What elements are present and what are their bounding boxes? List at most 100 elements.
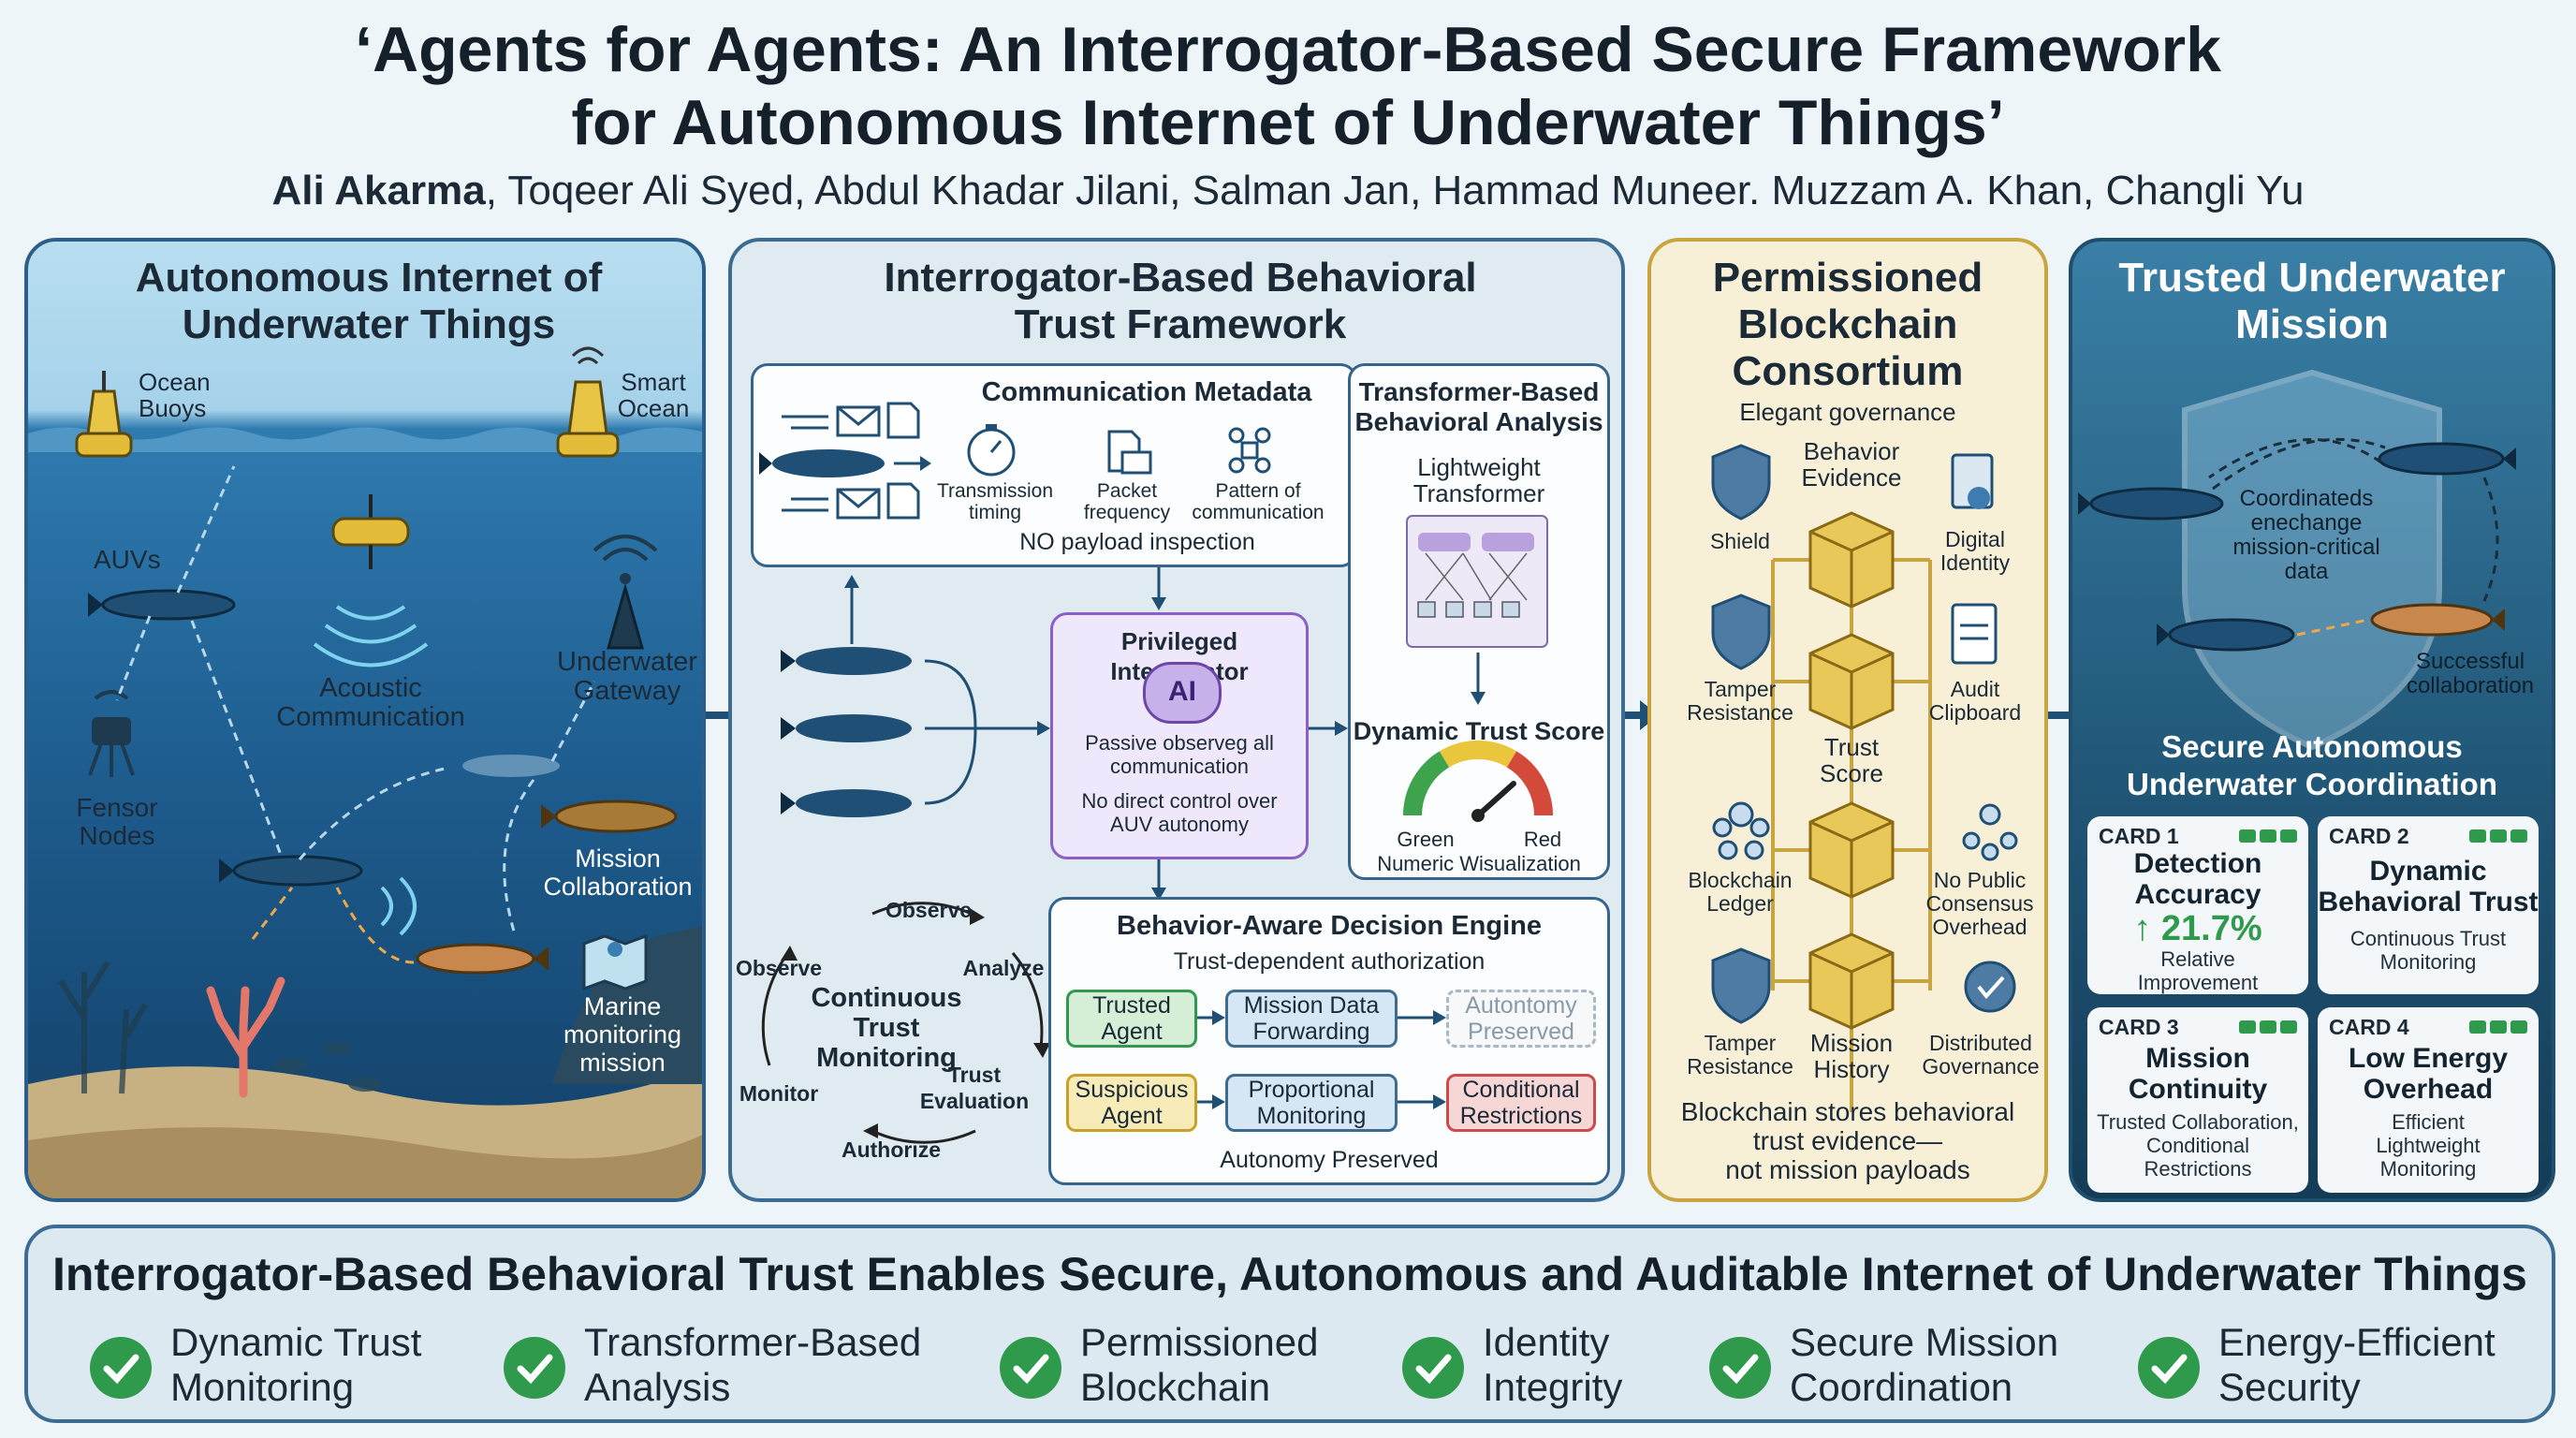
audit-clipboard-icon bbox=[1951, 603, 1998, 665]
blockchain-diagram bbox=[1711, 444, 2018, 1112]
check-circle-icon bbox=[2138, 1337, 2200, 1399]
auv-icon bbox=[2370, 603, 2505, 637]
card-status-icon bbox=[2466, 1020, 2527, 1038]
card-3-id: CARD 3 bbox=[2099, 1015, 2179, 1039]
shield-label: Shield bbox=[1710, 529, 1770, 553]
decision-engine-title: Behavior-Aware Decision Engine bbox=[1117, 911, 1542, 941]
cycle-analyze: Analyze bbox=[962, 956, 1045, 980]
comm-metadata-title: Communication Metadata bbox=[981, 377, 1312, 407]
check-circle-icon bbox=[1402, 1337, 1464, 1399]
cycle-observe-top: Observe bbox=[885, 898, 973, 922]
transformer-diagram bbox=[1403, 515, 1553, 822]
ocean-title-line-2: Underwater Things bbox=[182, 301, 556, 347]
title-line-1: ‘Agents for Agents: An Interrogator-Base… bbox=[355, 14, 2221, 85]
block-cube-icon bbox=[1808, 932, 1895, 1030]
card-1-id: CARD 1 bbox=[2099, 824, 2179, 848]
packet-icon bbox=[1107, 430, 1152, 475]
autonomy-preserved-footer: Autonomy Preserved bbox=[1220, 1147, 1439, 1173]
auv-icon bbox=[2157, 618, 2295, 652]
ocean-panel-title: Autonomous Internet of Underwater Things bbox=[28, 255, 702, 348]
network-pattern-icon bbox=[1228, 427, 1271, 474]
underwater-gateway-icon bbox=[593, 535, 658, 650]
check-circle-icon bbox=[1000, 1337, 1061, 1399]
check-circle-icon bbox=[1709, 1337, 1771, 1399]
ai-brain-icon: AI bbox=[1143, 662, 1222, 724]
numeric-visualization-label: Numeric Wisualization bbox=[1377, 852, 1581, 875]
framework-arrows bbox=[761, 567, 1348, 1144]
ocean-title-line-1: Autonomous Internet of bbox=[135, 255, 603, 301]
cycle-authorize: Authorize bbox=[841, 1137, 942, 1162]
no-payload-note: NO payload inspection bbox=[1019, 529, 1255, 555]
ocean-scene bbox=[28, 346, 702, 1198]
co-authors: , Toqeer Ali Syed, Abdul Khadar Jilani, … bbox=[485, 168, 2305, 213]
digital-identity-icon bbox=[1951, 453, 1994, 509]
decision-engine-box: Behavior-Aware Decision Engine Trust-dep… bbox=[1048, 897, 1610, 1185]
coral-icon bbox=[206, 976, 285, 1098]
cycle-observe-left: Observe bbox=[735, 956, 823, 980]
privileged-interrogator-box: Privileged Interrogator AI Passive obser… bbox=[1050, 612, 1309, 859]
governance-gear-icon bbox=[1964, 961, 2016, 1013]
elegant-governance-label: Elegant governance bbox=[1739, 398, 1956, 426]
cycle-monitor: Monitor bbox=[739, 1081, 819, 1106]
block-cube-icon bbox=[1808, 801, 1895, 899]
collaboration-auv-icon bbox=[541, 800, 678, 833]
check-circle-icon bbox=[90, 1337, 152, 1399]
title-line-2: for Autonomous Internet of Underwater Th… bbox=[571, 87, 2005, 158]
auv-icon bbox=[781, 647, 912, 675]
envelope-icon bbox=[836, 405, 881, 437]
stopwatch-icon bbox=[967, 424, 1016, 477]
ledger-icon bbox=[1712, 801, 1770, 860]
card-2-id: CARD 2 bbox=[2329, 824, 2409, 848]
lead-author: Ali Akarma bbox=[271, 168, 486, 213]
ocean-panel: Autonomous Internet of Underwater Things… bbox=[24, 238, 706, 1202]
document-icon bbox=[886, 482, 920, 520]
comm-metadata-icons bbox=[759, 402, 1271, 520]
block-cube-icon bbox=[1808, 511, 1895, 609]
decision-arrows bbox=[1197, 1010, 1446, 1109]
auvs-label: AUVs bbox=[94, 545, 161, 574]
smart-ocean-buoy-icon bbox=[556, 346, 620, 458]
auv-icon bbox=[219, 855, 363, 887]
card-status-icon bbox=[2235, 829, 2297, 847]
dynamic-trust-score-label: Dynamic Trust Score bbox=[1353, 717, 1605, 745]
author-list: Ali Akarma, Toqeer Ali Syed, Abdul Khada… bbox=[0, 165, 2576, 217]
auv-icon bbox=[2378, 442, 2516, 476]
mission-shield-diagram bbox=[2078, 369, 2516, 751]
map-icon bbox=[582, 933, 648, 991]
